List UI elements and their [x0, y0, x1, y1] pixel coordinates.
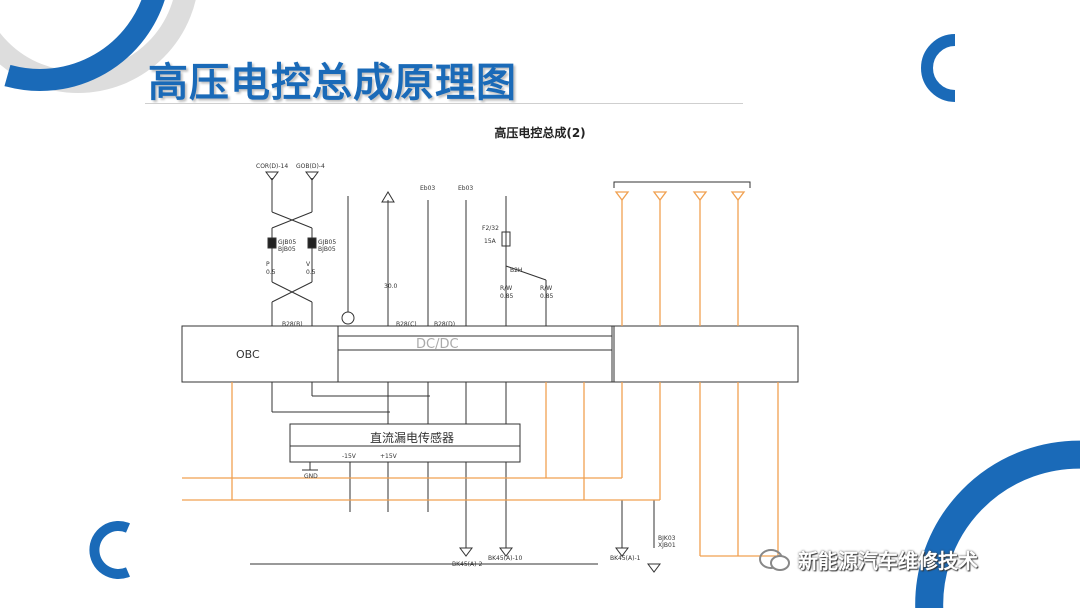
- wechat-icon: [759, 548, 790, 571]
- slide-title: 高压电控总成原理图: [148, 60, 517, 106]
- twisted-code-left: GJB05: [278, 239, 296, 246]
- watermark-text: 新能源汽车维修技术: [798, 549, 978, 573]
- rw-right: R/W: [540, 285, 552, 292]
- rw-right-size: 0.85: [540, 293, 554, 300]
- pin-label-right: GOB(D)-4: [296, 163, 325, 170]
- bottom-conn-1: BK45(A)-2: [452, 561, 483, 568]
- orange-wiring: [182, 191, 779, 557]
- twisted-sub-right: BJB05: [318, 246, 336, 253]
- sensor-pin-plus15: +15V: [380, 453, 398, 460]
- sensor-pin-minus15: -15V: [342, 453, 357, 460]
- rw-left: R/W: [500, 285, 512, 292]
- relay-label: B2H: [510, 267, 522, 274]
- connector-b28c: B28(C): [396, 321, 417, 328]
- rw-left-size: 0.85: [500, 293, 514, 300]
- bottom-conn-2: BK45(A)-10: [488, 555, 522, 562]
- diagram-title: 高压电控总成(2): [494, 126, 586, 140]
- dcdc-label: DC/DC: [416, 337, 459, 352]
- title-divider: [145, 103, 743, 104]
- watermark: 新能源汽车维修技术: [758, 545, 978, 574]
- gnd-label: GND: [304, 473, 318, 480]
- blue-arc-right: [921, 34, 956, 102]
- blue-arc-bottom-left: [89, 521, 130, 579]
- wire-size-left: 0.5: [266, 269, 276, 276]
- pin-label-left: COR(D)-14: [256, 163, 288, 170]
- blue-arc-top-left: [0, 0, 171, 91]
- eb-label-2: Eb03: [458, 185, 473, 192]
- bottom-conn-3: BK45(A)-1: [610, 555, 641, 562]
- bottom-bj: BJK03: [658, 535, 676, 542]
- fuse-rating: 15A: [484, 238, 497, 245]
- wire-label-30: 30.0: [384, 283, 398, 290]
- twisted-sub-left: BJB05: [278, 246, 296, 253]
- twisted-code-right: GJB05: [318, 239, 336, 246]
- bottom-bj2: XJB01: [658, 542, 676, 549]
- connector-b28d: B28(D): [434, 321, 455, 328]
- eb-label-1: Eb03: [420, 185, 435, 192]
- obc-dcdc-box: [181, 325, 615, 383]
- fuse-name: F2/32: [482, 225, 499, 232]
- wire-color-left: P: [266, 261, 270, 268]
- right-module-box: [611, 325, 799, 383]
- sensor-label: 直流漏电传感器: [370, 430, 454, 445]
- wire-size-right: 0.5: [306, 269, 316, 276]
- blue-arc-bottom-right: [915, 440, 1080, 608]
- wire-color-right: V: [306, 261, 311, 268]
- leakage-sensor-box: [289, 423, 521, 463]
- connector-b28: B28(B): [282, 321, 303, 328]
- obc-label: OBC: [236, 348, 260, 361]
